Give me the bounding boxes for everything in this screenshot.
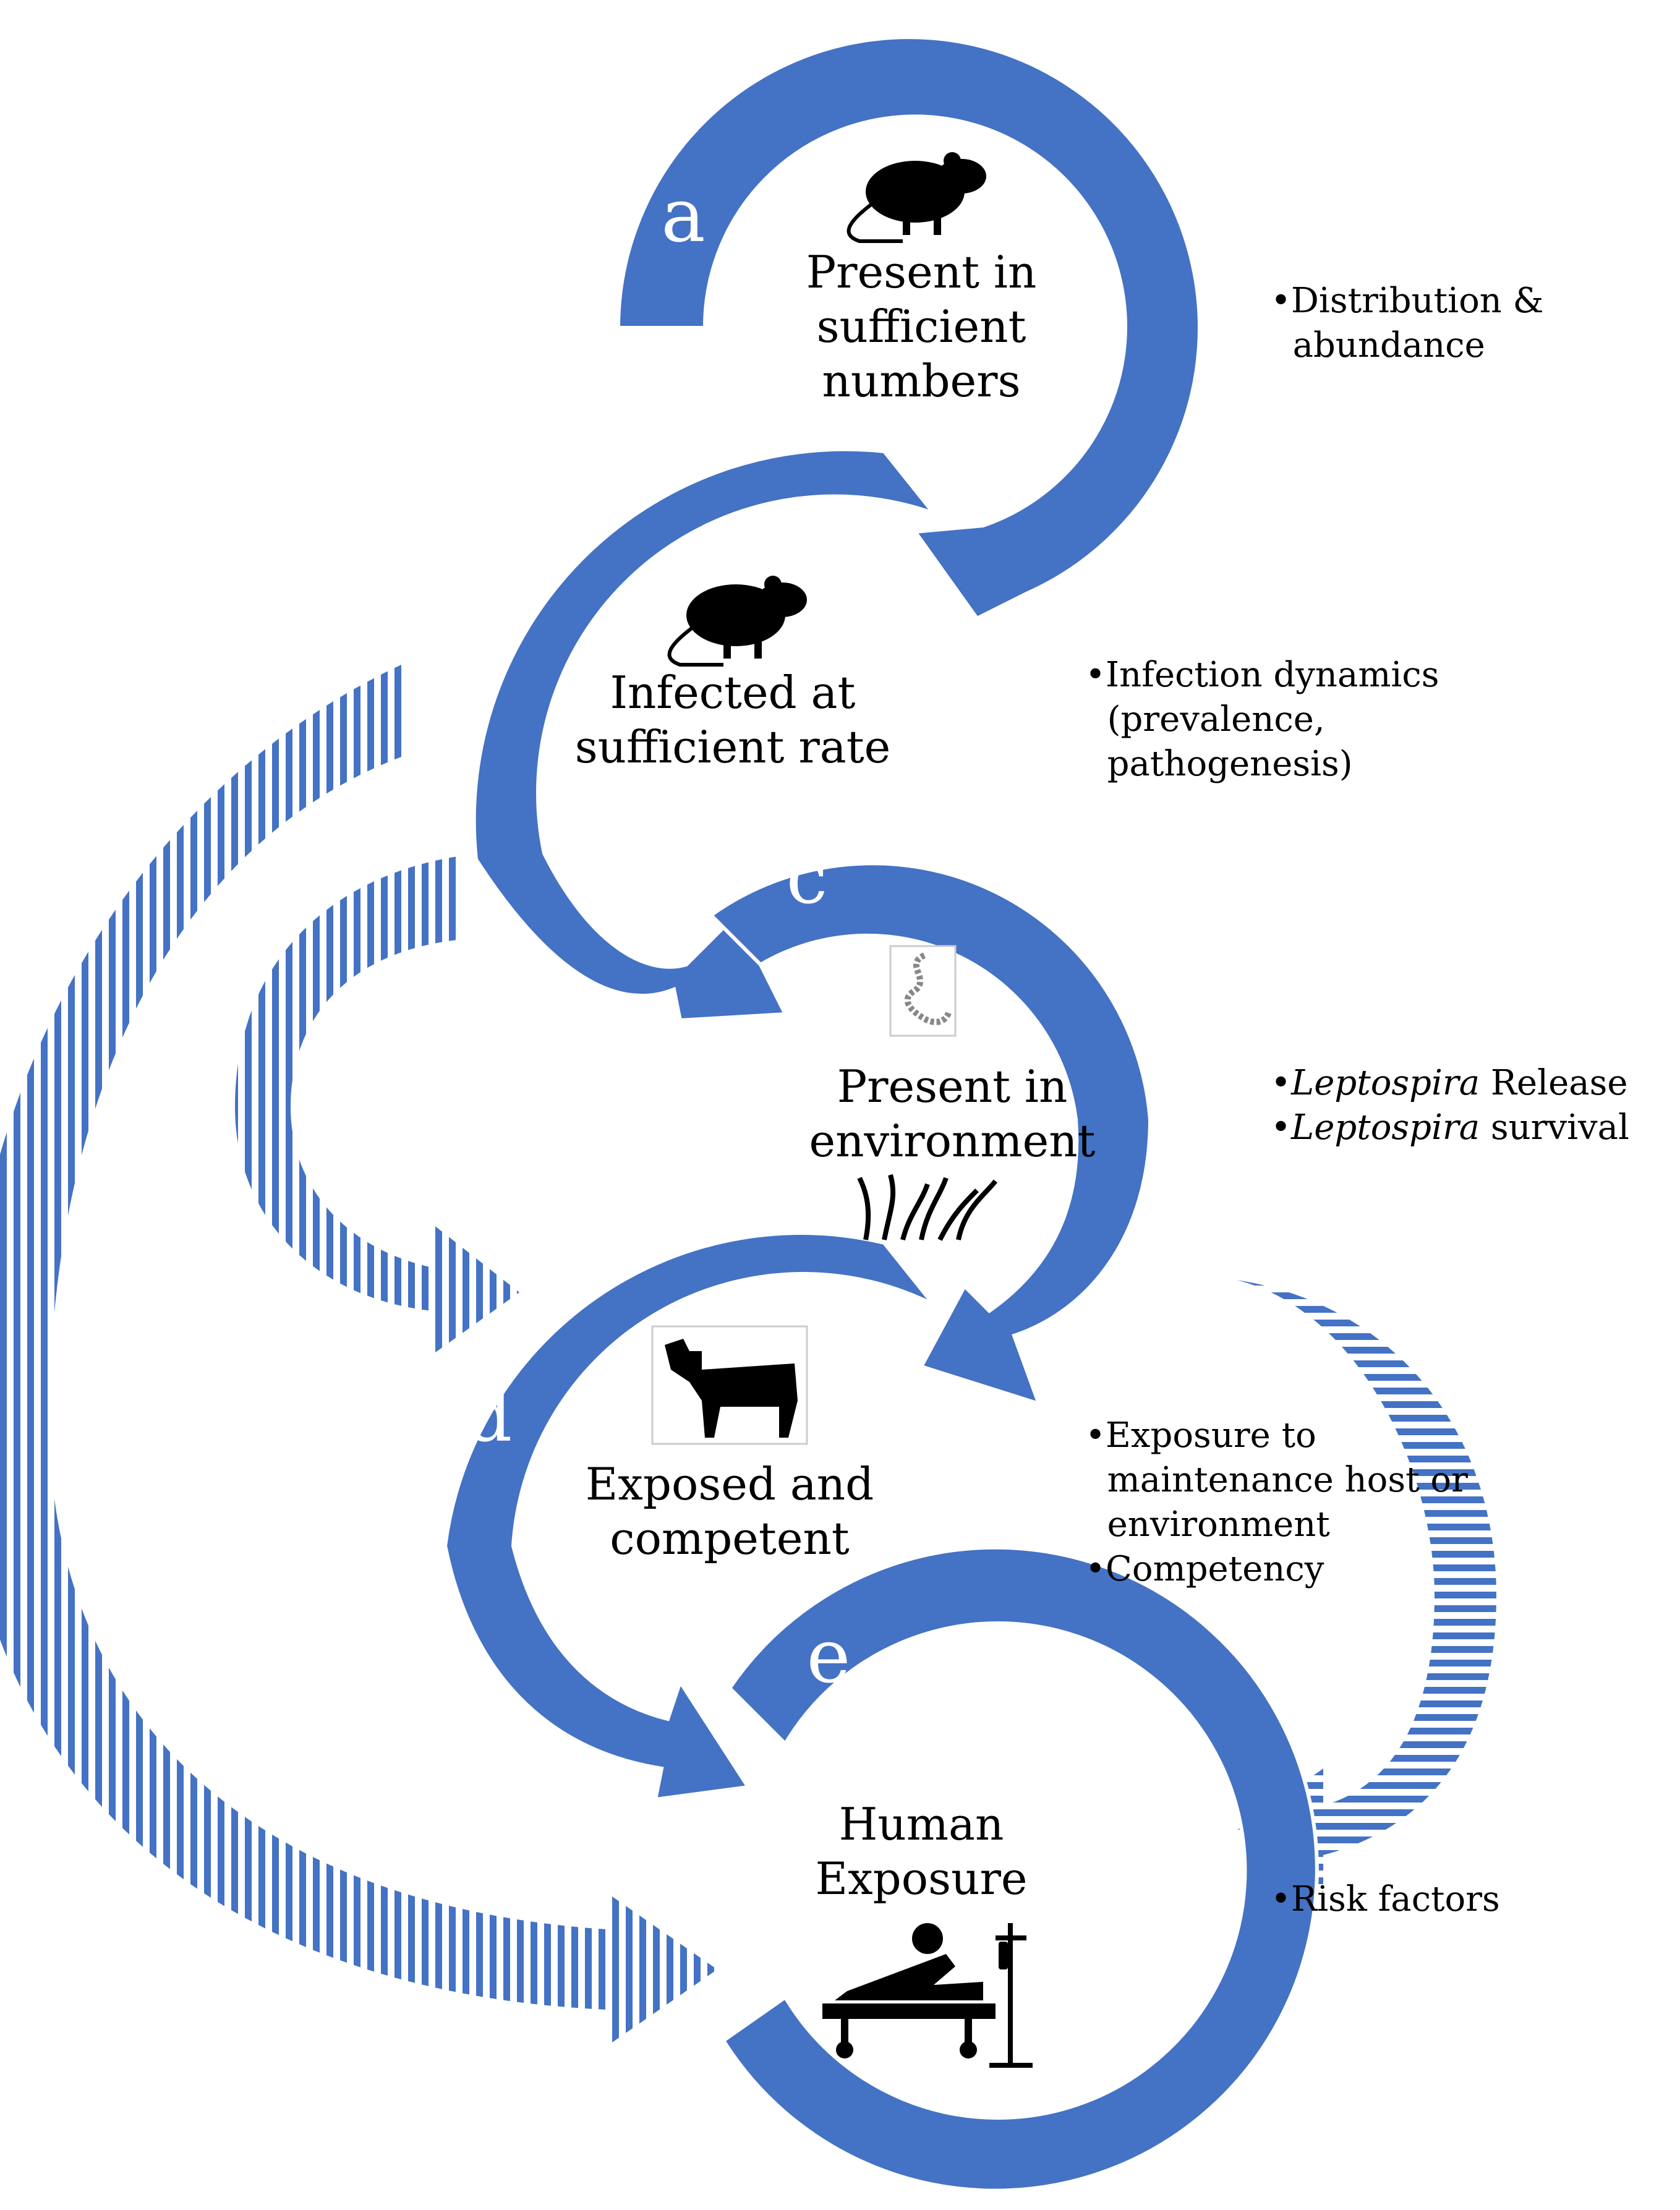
stage-label-line: Exposed and	[586, 1458, 874, 1510]
note-c: •Leptospira Release•Leptospira survival	[1271, 1063, 1629, 1148]
ring-arrow-c	[708, 861, 1153, 1407]
note-text: Leptospira	[1290, 1063, 1480, 1103]
note-line: •Infection dynamics	[1085, 655, 1439, 695]
stage-icons	[651, 152, 1033, 2068]
note-a: •Distribution & abundance	[1271, 281, 1544, 365]
bullet	[1085, 744, 1107, 784]
note-e: •Risk factors	[1271, 1879, 1500, 1919]
stage-letter-d: d	[465, 1373, 513, 1459]
bypass-arrow-b-to-d	[235, 856, 519, 1354]
stage-label-line: environment	[809, 1115, 1095, 1167]
bullet	[1085, 1460, 1107, 1500]
stage-label-line: sufficient rate	[575, 721, 891, 773]
bullet: •	[1271, 1107, 1291, 1148]
note-text: survival	[1480, 1107, 1629, 1148]
note-line: environment	[1085, 1504, 1330, 1545]
stage-label-line: competent	[610, 1512, 850, 1564]
note-text: Release	[1480, 1063, 1627, 1103]
note-text: Infection dynamics	[1106, 655, 1439, 695]
side-notes: •Distribution & abundance •Infection dyn…	[1085, 281, 1629, 1919]
stage-label-line: sufficient	[817, 301, 1026, 352]
note-text: maintenance host or	[1107, 1460, 1468, 1500]
note-text: (prevalence,	[1107, 699, 1325, 740]
note-b: •Infection dynamics (prevalence, pathoge…	[1085, 655, 1439, 784]
ring-arrow-b	[472, 447, 939, 1023]
bullet: •	[1271, 1063, 1291, 1103]
stage-label-line: Present in	[837, 1060, 1068, 1112]
rat-icon	[667, 576, 807, 667]
stage-letters: a b c d e	[465, 173, 851, 1700]
rat-icon	[846, 152, 986, 243]
bullet	[1271, 325, 1293, 365]
note-line: •Distribution &	[1271, 281, 1544, 321]
note-line: abundance	[1271, 325, 1485, 365]
stage-label-line: Exposure	[816, 1853, 1028, 1905]
note-text: pathogenesis)	[1107, 744, 1353, 784]
note-line: •Exposure to	[1085, 1415, 1316, 1456]
ring-arrow-a	[616, 35, 1201, 621]
note-text: Distribution &	[1291, 281, 1544, 321]
note-text: Leptospira	[1290, 1107, 1480, 1148]
note-text: Competency	[1106, 1549, 1324, 1589]
note-line: •Competency	[1085, 1549, 1324, 1589]
stage-letter-c: c	[786, 835, 827, 921]
note-line: (prevalence,	[1085, 699, 1325, 740]
note-line: •Leptospira Release	[1271, 1063, 1628, 1103]
bypass-arrows	[0, 662, 1496, 2047]
note-line: •Leptospira survival	[1271, 1107, 1629, 1148]
note-line: •Risk factors	[1271, 1879, 1500, 1919]
bullet: •	[1085, 655, 1106, 695]
hospital-patient-icon	[822, 1923, 1033, 2068]
grass-icon	[857, 1174, 998, 1241]
note-line: maintenance host or	[1085, 1460, 1468, 1500]
stage-letter-e: e	[806, 1614, 850, 1700]
bullet	[1085, 699, 1107, 740]
bypass-arrow-c-to-e	[1237, 1206, 1496, 1892]
cow-icon	[651, 1325, 808, 1445]
stage-label-line: numbers	[822, 355, 1020, 407]
leptospira-icon	[889, 945, 957, 1037]
stage-label-line: Present in	[806, 246, 1037, 298]
bullet: •	[1271, 1879, 1291, 1919]
bullet	[1085, 1504, 1107, 1545]
note-d: •Exposure to maintenance host or environ…	[1085, 1415, 1468, 1589]
stage-letter-a: a	[661, 173, 706, 259]
bullet: •	[1085, 1549, 1106, 1589]
bullet: •	[1085, 1415, 1106, 1456]
note-line: pathogenesis)	[1085, 744, 1353, 784]
bypass-arrow-b-to-e	[0, 662, 717, 2047]
ring-arrows	[443, 35, 1319, 2193]
note-text: environment	[1107, 1504, 1331, 1545]
stage-label-line: Human	[839, 1798, 1004, 1850]
bullet: •	[1271, 281, 1291, 321]
note-text: Risk factors	[1291, 1879, 1500, 1919]
ring-arrow-e	[720, 1545, 1319, 2193]
note-text: Exposure to	[1106, 1415, 1316, 1456]
note-text: abundance	[1293, 325, 1485, 365]
stage-letter-b: b	[474, 569, 522, 655]
ring-arrow-d	[443, 1231, 936, 1802]
stage-label-line: Infected at	[610, 667, 856, 719]
